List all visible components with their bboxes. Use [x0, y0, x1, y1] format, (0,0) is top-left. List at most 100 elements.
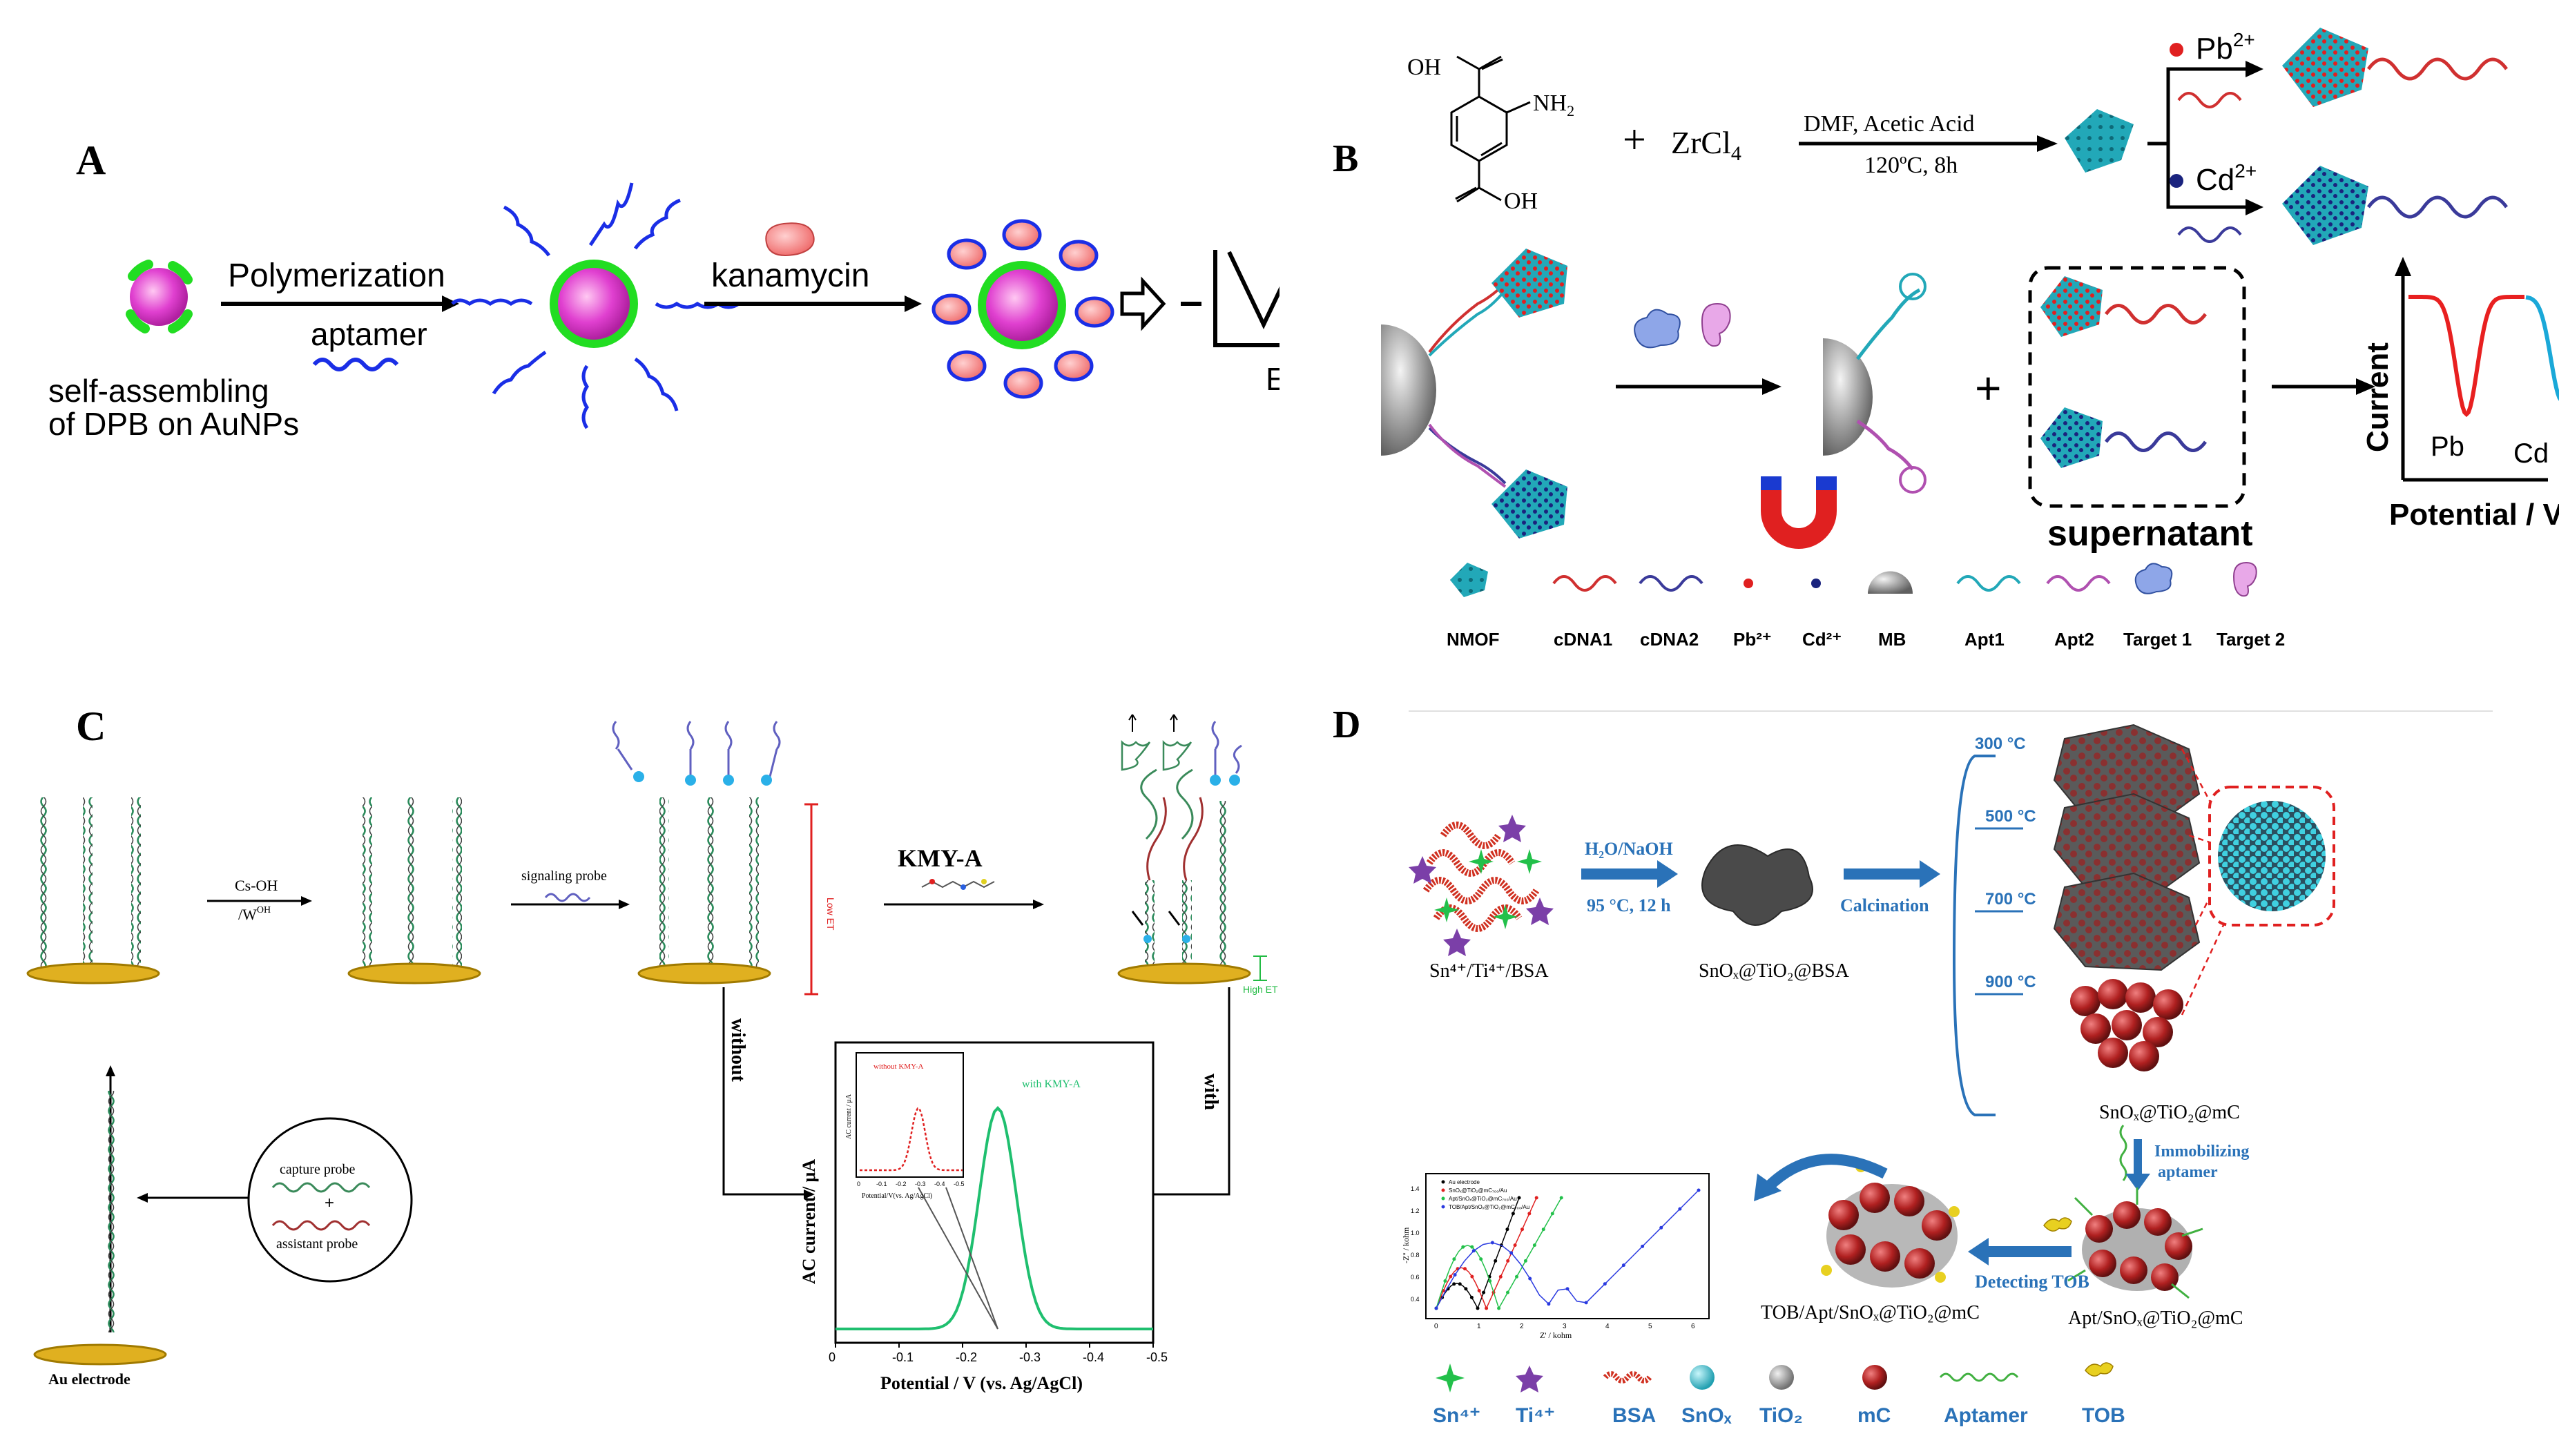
legend-bsa-label: BSA [1612, 1404, 1656, 1427]
hybrid-arrowhead [137, 1193, 148, 1203]
capture-arrowhead [1762, 378, 1781, 395]
step3-arrowhead [1033, 900, 1044, 909]
chart-x-tick-label: -0.5 [1146, 1350, 1168, 1364]
pb-ion-label: Pb2+ [2196, 29, 2255, 66]
w-oh-label: /WOH [238, 905, 271, 923]
pb-ion-icon [2170, 43, 2183, 57]
immobilizing-line-2: aptamer [2158, 1163, 2218, 1181]
legend-bsa-icon [1603, 1371, 1652, 1384]
au-electrode-label: Au electrode [48, 1370, 131, 1388]
inset-leader-line-2 [918, 1187, 998, 1330]
magnetic-bead [1381, 282, 1507, 488]
branch-arrowhead-top [2246, 61, 2263, 77]
legend-target2-label: Target 2 [2217, 629, 2285, 650]
aptamer-wave-icon [2119, 1125, 2127, 1181]
tob-label: TOB/Apt/SnOₓ@TiO₂@mC [1761, 1302, 1980, 1323]
immobilizing-arrow [2125, 1139, 2150, 1191]
reagent: ZrCl4 [1671, 125, 1741, 165]
inset-x-tick-label: -0.2 [896, 1181, 907, 1187]
legend-apt1-label: Apt1 [1964, 629, 2005, 650]
legend-ti-label: Ti⁴⁺ [1516, 1404, 1555, 1427]
product-900 [2070, 979, 2183, 1071]
legend-ti-icon [1516, 1366, 1543, 1392]
zoom-lines [2181, 748, 2225, 1016]
assistant-probe-label: assistant probe [276, 1236, 358, 1252]
detect-arrowhead [2356, 378, 2375, 395]
probe-plus: + [325, 1194, 334, 1212]
cd-nmof-bound [1491, 469, 1567, 538]
detecting-arrow [1968, 1238, 2072, 1265]
eis-y-label: -Z'' / kohm [1401, 1227, 1411, 1263]
hydrothermal-arrow [1581, 860, 1678, 888]
immobilizing-line-1: Immobilizing [2154, 1143, 2249, 1161]
chart-x-label: Potential / V (vs. Ag/AgCl) [880, 1373, 1083, 1393]
assistant-probe-icon [271, 1220, 371, 1231]
panel-c: C Cs-OH /WOH signaling probe Low ET [0, 690, 1280, 1456]
legend-cdna1-label: cDNA1 [1554, 629, 1612, 650]
hydrothermal-top: H₂O/NaOH [1585, 839, 1673, 859]
intermediate-label: SnOₓ@TiO₂@BSA [1699, 960, 1850, 982]
legend-tio2-icon [1769, 1365, 1794, 1390]
electrode-stage-1 [26, 797, 160, 984]
legend-snox-icon [1690, 1365, 1715, 1390]
plus-sign-2: + [1975, 362, 2002, 414]
kanamycin-arrowhead [905, 295, 922, 312]
eis-y-tick: 0.8 [1411, 1252, 1420, 1259]
without-path [722, 987, 808, 1196]
without-kmy-label: without KMY-A [873, 1062, 923, 1071]
with-kmy-label: with KMY-A [1022, 1078, 1081, 1090]
eis-legend-tob-marker [1441, 1205, 1445, 1209]
curved-arrowhead [1754, 1174, 1781, 1201]
kmy-a-label: KMY-A [898, 844, 983, 872]
cd-ion-label: Cd2+ [2196, 160, 2257, 197]
temp-900: 900 °C [1985, 973, 2036, 991]
eis-x-tick: 6 [1691, 1323, 1695, 1330]
target-2-icon [1701, 302, 1731, 347]
precursor-label: Sn⁴⁺/Ti⁴⁺/BSA [1429, 960, 1549, 982]
eis-x-tick: 3 [1563, 1323, 1567, 1330]
electrode-stage-2 [347, 797, 481, 984]
assembly-arrowhead [106, 1065, 115, 1076]
bare-electrode [33, 1343, 167, 1366]
chart-y-label: Current [2361, 342, 2395, 452]
kanamycin-icon [765, 222, 815, 256]
conditions-bottom: 120ºC, 8h [1864, 153, 1958, 178]
panel-a-svg: A self-assembling of DPB on AuNPs Polyme… [48, 137, 1280, 442]
magnetic-bead-captured [1823, 273, 1927, 494]
legend-pb-icon [1744, 579, 1753, 588]
temp-500: 500 °C [1985, 807, 2036, 826]
inset-x-tick-label: -0.3 [915, 1181, 926, 1187]
panel-d: D Sn⁴⁺/Ti⁴⁺/BSA H₂O/NaOH 95 °C, 12 h SnO… [1333, 690, 2559, 1456]
chart-y-arrow [2395, 257, 2411, 276]
legend-cdna1-icon [1552, 575, 1617, 592]
hydrothermal-bottom: 95 °C, 12 h [1587, 895, 1671, 915]
legend-tio2-label: TiO₂ [1759, 1404, 1803, 1427]
eis-x-tick: 0 [1434, 1323, 1438, 1330]
eis-legend-apt: Apt/SnOₓ@TiO₂@mC₇₀₀/Au [1449, 1196, 1517, 1202]
product-700 [2053, 872, 2201, 971]
apt-cluster [2067, 1187, 2203, 1299]
bound-particle [931, 219, 1114, 399]
amine-group: NH2 [1533, 90, 1574, 119]
precursor-cluster [1409, 815, 1554, 956]
legend-mb-icon [1868, 571, 1913, 594]
cd-nmof-top [2282, 166, 2368, 245]
pb-peak-curve [2408, 295, 2524, 418]
panel-b: B OH NH2 OH + ZrCl4 DMF, Acetic Acid 120… [1333, 0, 2559, 690]
supernatant-pb-nmof [2040, 276, 2103, 337]
eis-y-tick: 1.4 [1411, 1185, 1420, 1192]
inset-y-label: AC current / μA [845, 1094, 853, 1139]
zoomed-particle [2218, 801, 2326, 911]
eis-y-tick: 1.2 [1411, 1207, 1420, 1214]
swv-chart: Current Potential / V Pb Cd [2361, 257, 2559, 532]
panel-c-letter: C [76, 703, 106, 749]
pb-nmof-top [2282, 28, 2368, 107]
plus-sign-1: + [1623, 117, 1646, 162]
panel-b-legend: NMOF cDNA1 cDNA2 Pb²⁺ Cd²⁺ MB Apt1 Apt2 … [1447, 561, 2285, 650]
inset-x-label: Potential/V(vs. Ag/AgCl) [862, 1192, 932, 1200]
eis-curves [1434, 1188, 1701, 1310]
mini-axes [1213, 250, 1280, 347]
cd-peak-label: Cd [2513, 438, 2549, 469]
temp-700: 700 °C [1985, 890, 2036, 909]
